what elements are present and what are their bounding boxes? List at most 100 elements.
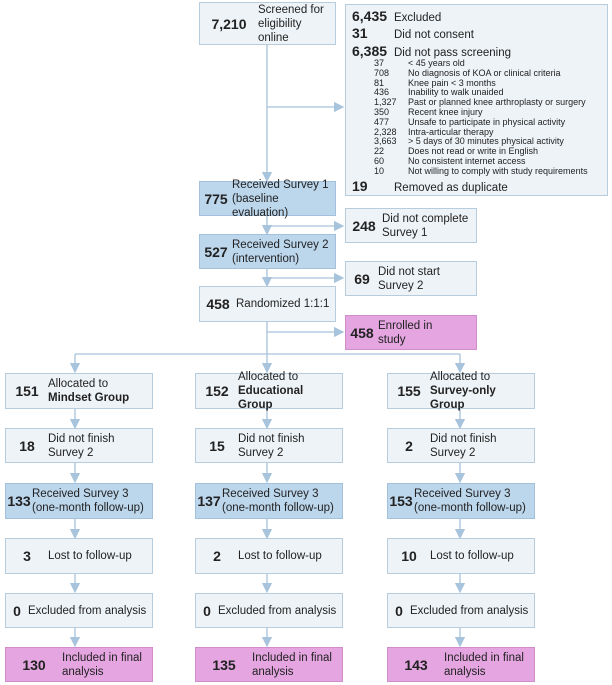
allocated-label: Allocated to Educational Group [238,370,340,412]
survey2-label: Received Survey 2 (intervention) [232,238,329,265]
excluded-header: 6,435 Excluded [352,8,601,24]
no-consent-label: Did not consent [394,29,474,41]
no-consent-count: 31 [352,25,368,41]
screening-reason-row: 477 Unsafe to participate in physical act… [352,116,601,128]
screening-reason-label: Inability to walk unaided [408,87,504,98]
randomized-count: 458 [206,296,230,312]
group-name: Survey-only Group [430,385,496,411]
no-survey2-label: Did not start Survey 2 [378,265,440,292]
screening-reason-count: 37 [374,58,385,68]
screening-reason-count: 477 [374,116,390,127]
group-name: Educational Group [238,385,304,411]
duplicate-count: 19 [352,177,368,194]
survey1-label: Received Survey 1 (baseline evaluation) [232,178,329,219]
screened-label: Screened for eligibility online [258,3,324,44]
screening-reason-label: Recent knee injury [408,106,483,117]
lost-followup-count: 2 [213,548,221,564]
screening-reason-row: 81 Knee pain < 3 months [352,77,601,89]
screening-reason-row: 37 < 45 years old [352,58,601,69]
no-survey1-label: Did not complete Survey 1 [382,212,469,239]
allocated-label: Allocated to [238,371,299,383]
group1-excluded-analysis-box: 0 Excluded from analysis [5,593,153,628]
screening-reason-label: No diagnosis of KOA or clinical criteria [408,67,561,78]
screening-reason-label: No consistent internet access [408,155,526,166]
did-not-finish-count: 18 [19,437,35,454]
group3-allocated-box: 155 Allocated to Survey-only Group [387,370,535,412]
not-pass-count: 6,385 [352,43,388,59]
survey1-count: 775 [204,190,228,207]
screening-reason-label: Past or planned knee arthroplasty or sur… [408,97,586,108]
screening-reason-count: 436 [374,87,390,98]
screening-reason-label: Unsafe to participate in physical activi… [408,116,566,127]
duplicate-row: 19 Removed as duplicate [352,178,601,194]
duplicate-label: Removed as duplicate [394,181,508,194]
excluded-count: 6,435 [352,8,388,24]
excluded-analysis-count: 0 [203,602,211,619]
screening-reason-row: 436 Inability to walk unaided [352,88,601,98]
group3-excluded-analysis-box: 0 Excluded from analysis [387,593,535,628]
screening-reason-row: 3,663 > 5 days of 30 minutes physical act… [352,137,601,147]
screening-reason-count: 350 [374,106,390,117]
survey3-label: Received Survey 3 (one-month follow-up) [414,488,526,514]
enrolled-box: 458 Enrolled in study [345,315,477,350]
screening-reason-count: 81 [374,77,385,88]
screening-reason-row: 350 Recent knee injury [352,106,601,118]
survey3-label: Received Survey 3 (one-month follow-up) [222,488,334,514]
no-survey2-count: 69 [354,270,370,287]
survey3-count: 153 [389,493,413,509]
lost-followup-label: Lost to follow-up [48,550,132,562]
no-consent-row: 31 Did not consent [352,25,601,41]
excluded-analysis-label: Excluded from analysis [28,604,147,617]
allocated-count: 155 [397,383,421,399]
allocated-label: Allocated to [430,371,491,383]
group1-final-analysis-box: 130 Included in final analysis [5,647,153,682]
final-analysis-label: Included in final analysis [444,651,524,678]
survey2-count: 527 [204,243,228,260]
screening-reason-count: 3,663 [374,136,397,147]
no-survey1-count: 248 [352,217,376,234]
screening-reason-label: Knee pain < 3 months [408,77,496,88]
screening-reason-count: 22 [374,146,385,157]
allocated-count: 151 [15,383,39,399]
screened-box: 7,210 Screened for eligibility online [199,2,336,45]
group-arrows [69,409,466,648]
screening-reason-row: 22 Does not read or write in English [352,146,601,157]
screening-reason-count: 60 [374,155,385,166]
lost-followup-label: Lost to follow-up [238,550,322,562]
did-not-finish-label: Did not finish Survey 2 [238,432,305,459]
screening-reason-label: > 5 days of 30 minutes physical activity [408,136,564,147]
survey3-label: Received Survey 3 (one-month follow-up) [32,488,144,514]
screening-reason-label: < 45 years old [408,58,465,68]
final-analysis-label: Included in final analysis [62,651,142,678]
survey3-count: 133 [7,493,31,509]
did-not-finish-label: Did not finish Survey 2 [430,432,497,459]
lost-followup-count: 10 [401,548,417,564]
not-pass-row: 6,385 Did not pass screening [352,43,601,59]
screening-reason-count: 10 [374,165,385,176]
excluded-analysis-count: 0 [395,602,403,619]
group-name: Mindset Group [48,392,130,404]
enrolled-count: 458 [350,324,374,341]
randomized-box: 458 Randomized 1:1:1 [199,286,336,322]
final-analysis-count: 130 [22,656,46,673]
excluded-analysis-label: Excluded from analysis [410,604,529,617]
allocated-label: Allocated to Survey-only Group [430,370,532,412]
lost-followup-count: 3 [23,548,31,564]
excluded-analysis-count: 0 [13,602,21,619]
screening-reason-label: Does not read or write in English [408,146,539,157]
allocated-count: 152 [205,383,229,399]
